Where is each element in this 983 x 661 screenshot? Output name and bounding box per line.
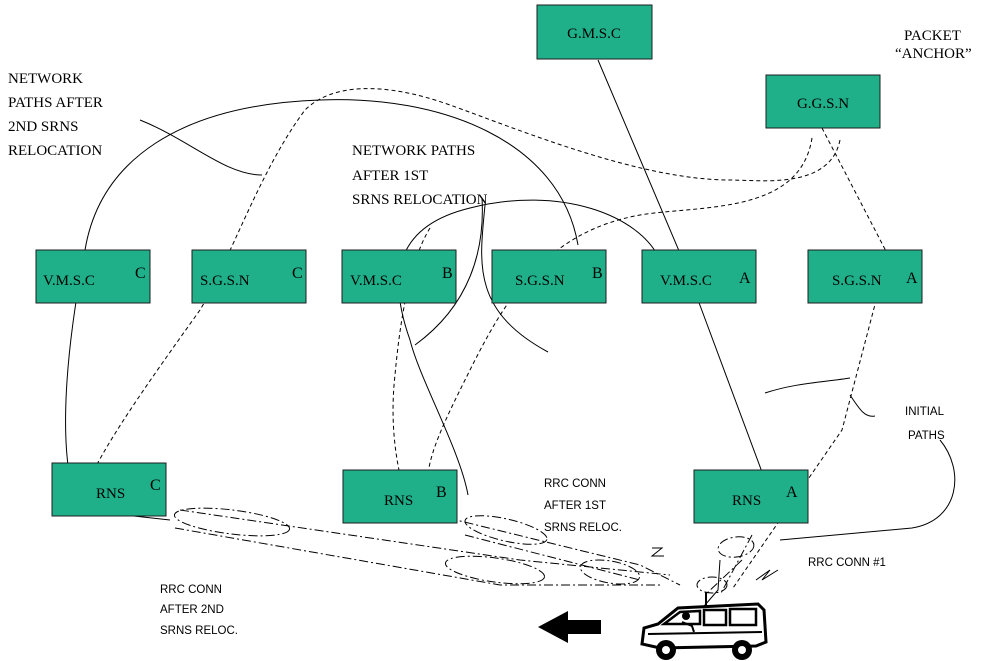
initial-paths-label: INITIAL PATHS (905, 406, 945, 442)
svg-text:SRNS RELOCATION: SRNS RELOCATION (352, 192, 488, 208)
rrc-connections (173, 507, 755, 596)
gmsc-node[interactable]: G.M.S.C (536, 4, 653, 60)
svg-text:G.G.S.N: G.G.S.N (797, 96, 849, 112)
svg-text:B: B (592, 265, 603, 282)
svg-text:“ANCHOR”: “ANCHOR” (895, 46, 972, 62)
svg-text:A: A (786, 484, 798, 501)
svg-text:AFTER 1ST: AFTER 1ST (544, 500, 606, 512)
svg-text:RELOCATION: RELOCATION (8, 143, 102, 159)
rrc-conn-1-label: RRC CONN #1 (808, 557, 886, 569)
svg-text:V.M.S.C: V.M.S.C (350, 273, 402, 289)
svg-text:NETWORK: NETWORK (8, 71, 83, 87)
svg-text:PATHS: PATHS (908, 430, 945, 442)
rns-a-node[interactable]: RNS A (693, 469, 809, 524)
ggsn-node[interactable]: G.G.S.N (765, 74, 881, 129)
svg-text:RNS: RNS (96, 486, 125, 502)
svg-text:RNS: RNS (384, 493, 413, 509)
svg-text:C: C (135, 265, 146, 282)
svg-text:2ND SRNS: 2ND SRNS (8, 119, 78, 135)
rns-b-node[interactable]: RNS B (342, 469, 458, 524)
radio-signal-marks (650, 547, 779, 581)
svg-text:RRC CONN: RRC CONN (160, 584, 222, 596)
svg-text:SRNS RELOC.: SRNS RELOC. (160, 625, 238, 637)
vmsc-c-node[interactable]: V.M.S.C C (35, 249, 151, 304)
svg-text:A: A (739, 270, 751, 287)
sgsn-c-node[interactable]: S.G.S.N C (191, 249, 307, 304)
svg-text:RRC CONN: RRC CONN (544, 478, 606, 490)
svg-text:S.G.S.N: S.G.S.N (832, 273, 882, 289)
svg-text:C: C (292, 265, 303, 282)
svg-text:G.M.S.C: G.M.S.C (567, 26, 621, 42)
left-arrow-icon (538, 611, 601, 643)
sgsn-a-node[interactable]: S.G.S.N A (807, 249, 923, 304)
packet-anchor-label: PACKET “ANCHOR” (895, 28, 972, 62)
network-paths-after-2nd-label: NETWORK PATHS AFTER 2ND SRNS RELOCATION (8, 71, 103, 159)
svg-text:S.G.S.N: S.G.S.N (200, 273, 250, 289)
rns-c-node[interactable]: RNS C (51, 462, 167, 517)
svg-text:C: C (150, 477, 161, 494)
network-paths (65, 59, 956, 621)
vmsc-a-node[interactable]: V.M.S.C A (641, 249, 757, 304)
svg-text:V.M.S.C: V.M.S.C (43, 273, 95, 289)
rrc-conn-after-1st-label: RRC CONN AFTER 1ST SRNS RELOC. (544, 478, 622, 534)
svg-text:INITIAL: INITIAL (905, 406, 945, 418)
svg-text:AFTER 1ST: AFTER 1ST (352, 168, 428, 184)
svg-text:V.M.S.C: V.M.S.C (660, 273, 712, 289)
vmsc-b-node[interactable]: V.M.S.C B (341, 249, 457, 304)
svg-text:RNS: RNS (732, 493, 761, 509)
svg-text:A: A (906, 270, 918, 287)
svg-text:PATHS AFTER: PATHS AFTER (8, 95, 103, 111)
svg-text:PACKET: PACKET (904, 28, 961, 44)
car-icon (640, 592, 768, 660)
svg-text:S.G.S.N: S.G.S.N (515, 273, 565, 289)
svg-text:SRNS RELOC.: SRNS RELOC. (544, 522, 622, 534)
svg-text:B: B (442, 265, 453, 282)
sgsn-b-node[interactable]: S.G.S.N B (491, 249, 607, 304)
svg-text:NETWORK PATHS: NETWORK PATHS (352, 143, 475, 159)
rrc-conn-after-2nd-label: RRC CONN AFTER 2ND SRNS RELOC. (160, 584, 238, 637)
svg-text:RRC CONN #1: RRC CONN #1 (808, 557, 886, 569)
svg-text:B: B (436, 484, 447, 501)
svg-text:AFTER 2ND: AFTER 2ND (160, 604, 224, 616)
network-paths-after-1st-label: NETWORK PATHS AFTER 1ST SRNS RELOCATION (352, 143, 488, 208)
